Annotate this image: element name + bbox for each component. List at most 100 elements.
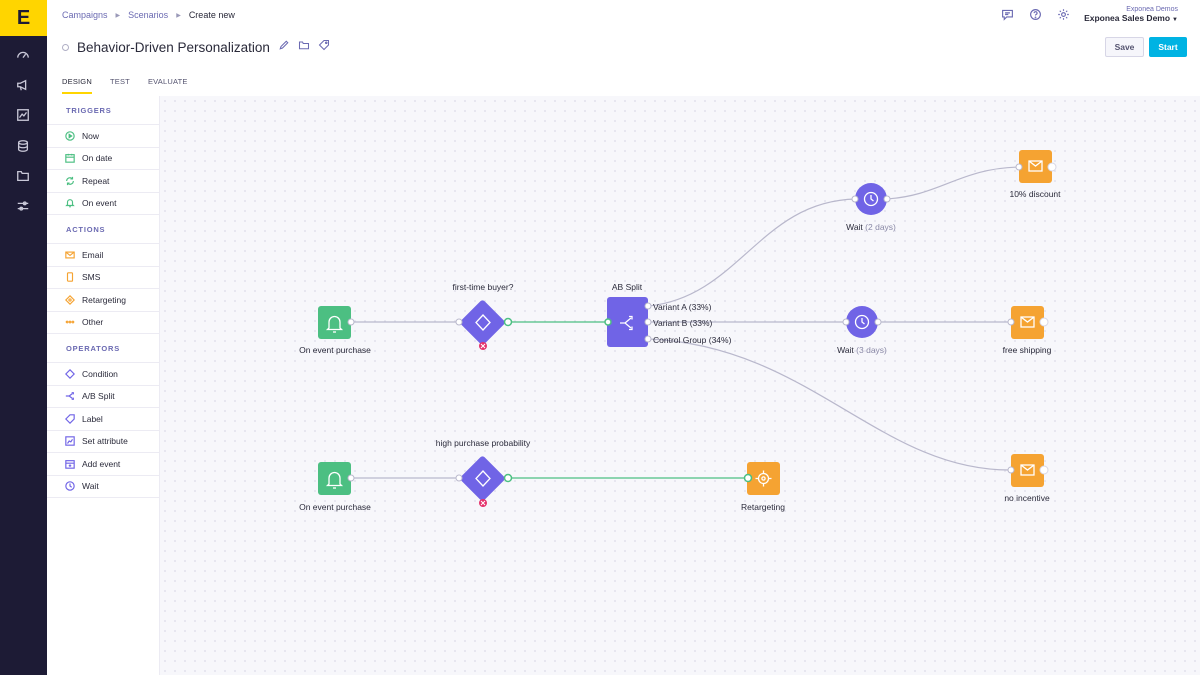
edit-pencil-icon[interactable] bbox=[278, 38, 290, 56]
exponea-logo[interactable]: E bbox=[0, 0, 47, 36]
settings-sliders-icon[interactable] bbox=[13, 196, 33, 216]
email3-label: no incentive bbox=[1004, 493, 1050, 503]
tag-icon bbox=[65, 414, 75, 424]
palette-item-label: SMS bbox=[82, 272, 101, 283]
trigger-node-1[interactable] bbox=[318, 306, 355, 339]
page-title: Behavior-Driven Personalization bbox=[77, 39, 270, 55]
wait2-detail: (3 days) bbox=[856, 345, 887, 355]
data-icon[interactable] bbox=[13, 136, 33, 156]
condition-diamond-icon bbox=[65, 368, 75, 379]
retargeting-node[interactable] bbox=[743, 462, 781, 495]
email-node-10-percent-discount[interactable] bbox=[1015, 150, 1057, 183]
node-palette: TRIGGERS Now On date Repeat On event ACT… bbox=[47, 96, 160, 675]
palette-item-label: On event bbox=[82, 198, 117, 209]
add-event-icon bbox=[65, 459, 75, 469]
retargeting-label: Retargeting bbox=[741, 502, 785, 512]
wait1-title: Wait bbox=[846, 222, 863, 232]
scenario-tabs: DESIGN TEST EVALUATE bbox=[62, 77, 206, 94]
chevron-down-icon: ▼ bbox=[1172, 17, 1178, 24]
wait2-title: Wait bbox=[837, 345, 854, 355]
palette-item-label-operator[interactable]: Label bbox=[47, 408, 159, 431]
palette-item-retargeting[interactable]: Retargeting bbox=[47, 289, 159, 312]
title-row: Behavior-Driven Personalization bbox=[62, 38, 330, 56]
envelope-icon bbox=[1028, 160, 1043, 172]
folder-icon[interactable] bbox=[298, 38, 310, 56]
palette-item-now[interactable]: Now bbox=[47, 125, 159, 148]
connector-variant-a-wait1 bbox=[648, 198, 857, 307]
palette-item-label: Now bbox=[82, 130, 100, 141]
condition1-label: first-time buyer? bbox=[452, 282, 514, 292]
palette-item-on-date[interactable]: On date bbox=[47, 148, 159, 170]
wait2-label: Wait (3 days) bbox=[837, 345, 887, 355]
palette-item-label: Add event bbox=[82, 458, 121, 469]
calendar-icon bbox=[65, 154, 75, 163]
palette-item-on-event[interactable]: On event bbox=[47, 193, 159, 215]
organization-name: Exponea Demos bbox=[1126, 6, 1178, 13]
palette-item-wait[interactable]: Wait bbox=[47, 476, 159, 498]
repeat-icon bbox=[66, 176, 74, 185]
save-button[interactable]: Save bbox=[1105, 37, 1144, 57]
envelope-icon bbox=[65, 251, 75, 259]
tab-design[interactable]: DESIGN bbox=[62, 77, 92, 94]
connector-wait1-email1 bbox=[885, 166, 1021, 200]
wait-node-2[interactable] bbox=[842, 306, 882, 338]
tag-icon[interactable] bbox=[318, 38, 330, 56]
wait1-detail: (2 days) bbox=[865, 222, 896, 232]
palette-item-add-event[interactable]: Add event bbox=[47, 453, 159, 476]
top-right-toolbar: Exponea Demos Exponea Sales Demo▼ bbox=[1000, 6, 1178, 24]
breadcrumb-scenarios[interactable]: Scenarios bbox=[128, 10, 169, 20]
variant-b-label: Variant B (33%) bbox=[653, 318, 713, 328]
palette-item-set-attribute[interactable]: Set attribute bbox=[47, 431, 159, 453]
palette-item-email[interactable]: Email bbox=[47, 244, 159, 267]
palette-item-condition[interactable]: Condition bbox=[47, 363, 159, 386]
breadcrumb-current: Create new bbox=[188, 10, 235, 20]
dashboard-icon[interactable] bbox=[13, 45, 33, 65]
analytics-icon[interactable] bbox=[13, 105, 33, 125]
control-group-label: Control Group (34%) bbox=[653, 335, 732, 345]
bell-icon bbox=[65, 199, 75, 208]
help-icon[interactable] bbox=[1028, 8, 1042, 22]
bell-icon bbox=[325, 315, 344, 333]
condition-diamond-icon bbox=[475, 314, 491, 331]
email-node-free-shipping[interactable] bbox=[1007, 306, 1049, 339]
palette-item-ab-split[interactable]: A/B Split bbox=[47, 386, 159, 408]
email-node-no-incentive[interactable] bbox=[1007, 454, 1049, 487]
condition-node-1[interactable] bbox=[455, 299, 513, 350]
envelope-icon bbox=[1020, 316, 1035, 328]
palette-item-other[interactable]: Other bbox=[47, 312, 159, 334]
palette-item-sms[interactable]: SMS bbox=[47, 267, 159, 289]
trigger-node-2[interactable] bbox=[318, 462, 355, 495]
account-switcher[interactable]: Exponea Demos Exponea Sales Demo▼ bbox=[1084, 6, 1178, 24]
split-icon bbox=[65, 392, 74, 401]
start-button[interactable]: Start bbox=[1149, 37, 1187, 57]
condition2-label: high purchase probability bbox=[435, 438, 531, 448]
condition-node-2[interactable] bbox=[455, 455, 513, 507]
status-indicator-icon bbox=[62, 43, 69, 51]
scenario-canvas[interactable]: On event purchase first-time buyer? AB S… bbox=[160, 96, 1200, 675]
breadcrumb: Campaigns ▶ Scenarios ▶ Create new bbox=[62, 10, 235, 20]
comments-icon[interactable] bbox=[1000, 8, 1014, 22]
assets-icon[interactable] bbox=[13, 166, 33, 186]
palette-item-repeat[interactable]: Repeat bbox=[47, 170, 159, 193]
flow-diagram bbox=[318, 150, 1057, 507]
breadcrumb-separator-icon: ▶ bbox=[115, 12, 121, 19]
clock-icon bbox=[854, 314, 870, 330]
breadcrumb-campaigns[interactable]: Campaigns bbox=[62, 10, 108, 20]
variant-a-label: Variant A (33%) bbox=[653, 302, 712, 312]
retargeting-diamond-icon bbox=[65, 294, 75, 305]
campaigns-icon[interactable] bbox=[13, 75, 33, 95]
bell-icon bbox=[325, 471, 344, 489]
condition-diamond-icon bbox=[475, 470, 491, 487]
play-circle-icon bbox=[65, 131, 75, 141]
project-name: Exponea Sales Demo bbox=[1084, 13, 1171, 24]
connector-control-email3 bbox=[648, 338, 1012, 471]
triggers-section-title: TRIGGERS bbox=[47, 96, 159, 125]
tab-test[interactable]: TEST bbox=[109, 77, 130, 86]
gear-icon[interactable] bbox=[1056, 8, 1070, 22]
tab-evaluate[interactable]: EVALUATE bbox=[147, 77, 188, 86]
wait-node-1[interactable] bbox=[851, 183, 891, 215]
ab-split-node[interactable] bbox=[604, 297, 652, 347]
actions-section-title: ACTIONS bbox=[47, 215, 159, 244]
trigger1-label: On event purchase bbox=[299, 345, 371, 355]
ab-split-label: AB Split bbox=[611, 282, 643, 292]
